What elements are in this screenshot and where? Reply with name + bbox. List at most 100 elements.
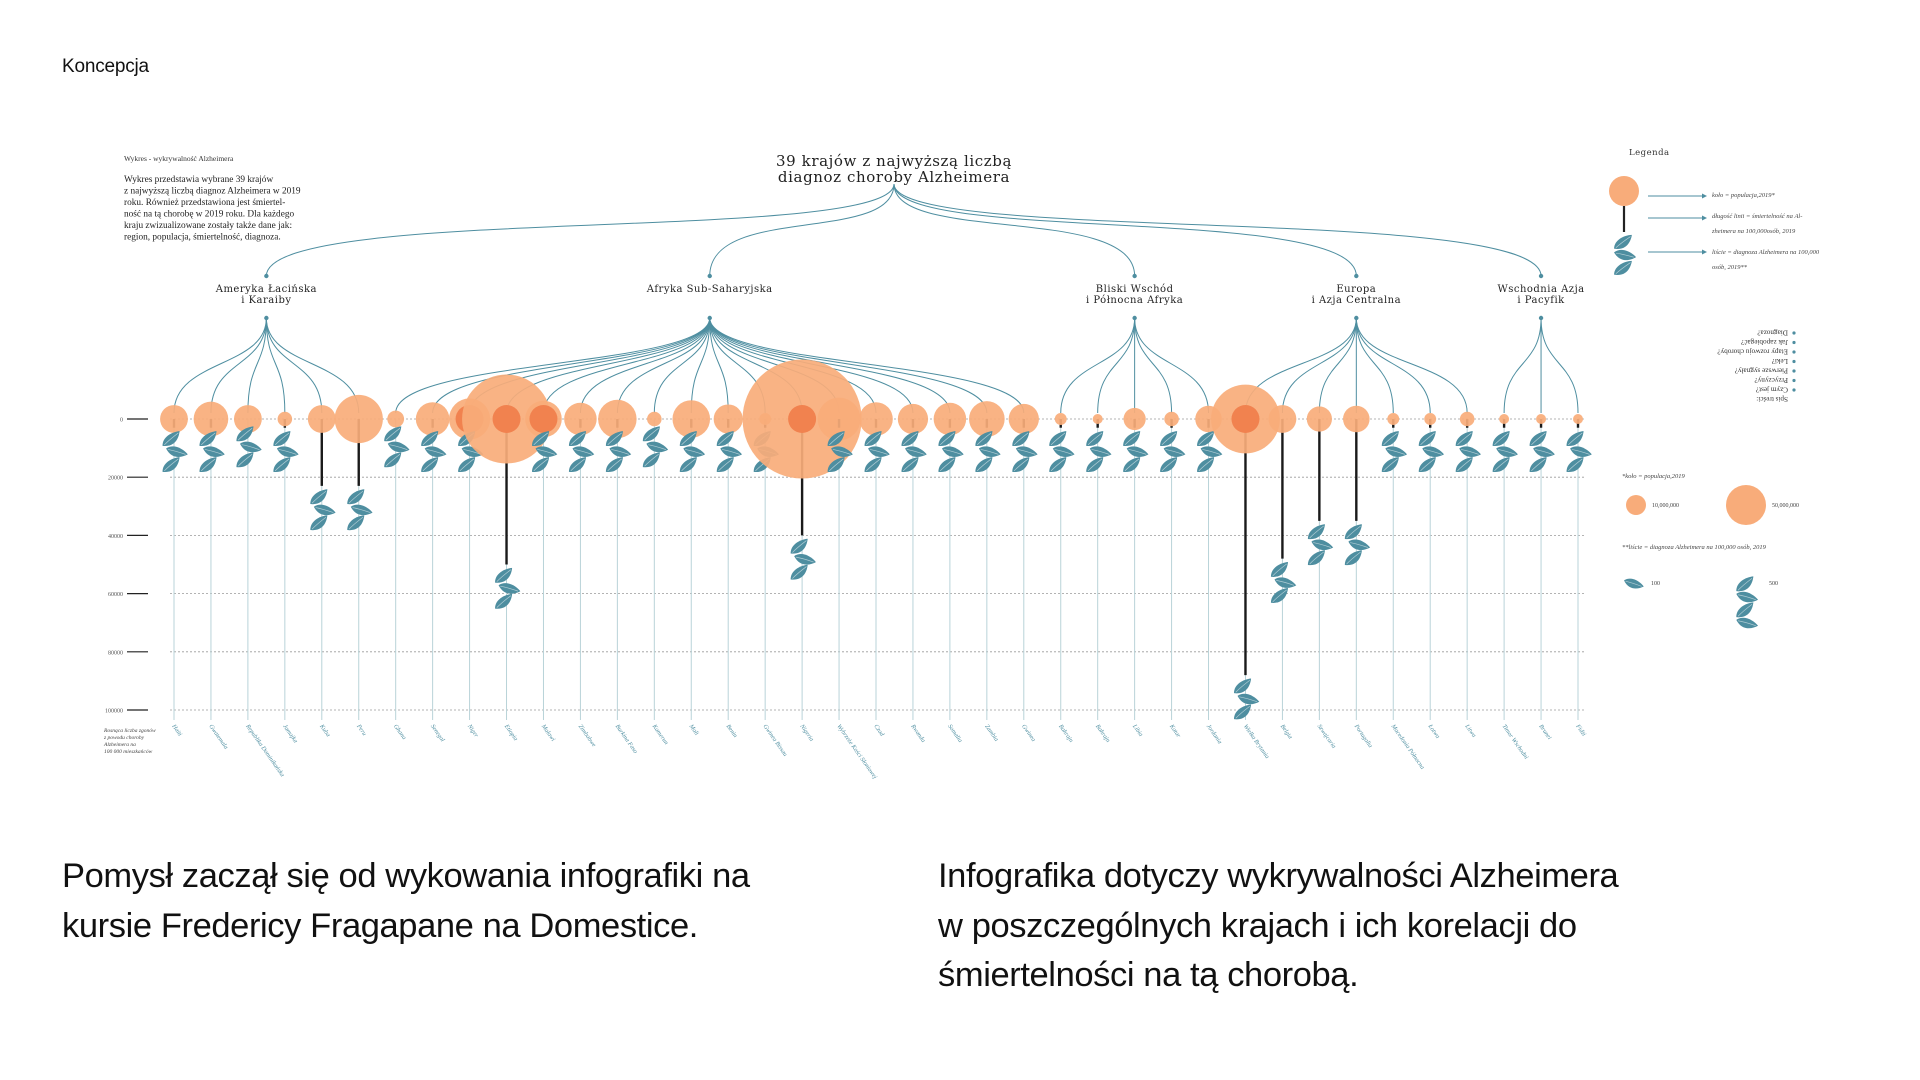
diagnosis-leaf [860,455,886,475]
country-label: Republika Dominikańska [244,722,286,778]
root-branch [893,183,1357,277]
diagnosis-leaf [1230,676,1256,697]
country-label: Szwajcaria [1316,723,1338,750]
country-branch [616,317,711,414]
population-bubble [897,403,929,435]
population-bubble [1054,413,1067,425]
toc-bullet [1792,331,1796,335]
legend-item: osób, 2019** [1712,264,1748,271]
diagnosis-leaf [343,513,369,534]
intro-line: z najwyższą liczbą diagnoz Alzheimera w … [124,187,301,197]
diagnosis-leaf [1341,522,1367,543]
population-bubble [1008,403,1039,435]
diagnosis-leaf [417,455,443,475]
diagnosis-leaf [380,450,406,471]
legend-bubble [1609,176,1639,206]
country-branch [709,317,1025,414]
diagnosis-leaf [1489,429,1514,449]
diagnosis-leaf [1082,455,1108,475]
population-bubble [1499,414,1510,424]
diagnosis-leaf [380,424,406,445]
diagnosis-leaf [713,455,738,475]
diagnosis-leaf [454,455,480,475]
y-axis-note: 100 000 mieszkańców [104,749,153,755]
country-label: Bahrajn [1094,723,1111,744]
country-branch [1134,317,1210,414]
country-label: Wybrzeże Kości Słoniowej [835,723,878,780]
country-label: Somalia [946,723,963,744]
diagnosis-leaf [269,429,295,449]
country-label: Niger [465,722,480,739]
diagnosis-leaf [158,455,184,475]
country-label: Gwatemala [207,723,229,750]
diagnosis-leaf [343,487,369,508]
branch-dot [1132,273,1137,279]
country-label: Nigeria [798,722,815,742]
paragraph-right-line: śmiertelności na tą chorobą. [938,956,1359,995]
diagnosis-leaf [565,455,591,475]
population-bubble [160,405,188,433]
diagnosis-leaf [676,455,702,475]
diagnosis-leaf [971,455,997,475]
paragraph-left-line: Pomysł zaczął się od wykowania infografi… [62,857,750,895]
population-bubble [193,401,229,437]
population-bubble [969,401,1005,437]
country-label: Katar [1167,722,1182,739]
region-label: Bliski Wschód [1096,284,1174,295]
diagnosis-leaf [1045,429,1071,449]
legend-size-label: 10,000,000 [1652,503,1679,509]
country-label: Macedonia Północna [1389,722,1426,770]
country-layer [158,359,1594,723]
population-bubble [1536,414,1547,424]
diagnosis-leaf [1415,429,1440,449]
diagnosis-leaf [1230,702,1256,723]
population-bubble [1164,411,1179,427]
paragraph-right-line: w poszczególnych krajach i ich korelacji… [938,906,1577,945]
diagnosis-leaf [1156,455,1182,475]
country-branch [653,317,711,414]
region-label: Wschodnia Azja [1497,284,1584,295]
country-label: Etiopia [502,722,519,742]
country-branch [709,317,988,414]
country-label: Gwinea [1020,723,1037,743]
toc-rotated: Spis treści:Czym jest?Przyczyny?Pierwsze… [1717,329,1796,403]
diagnosis-leaf [1452,429,1477,449]
country-label: Bahrajn [1057,723,1074,744]
country-branch [1060,317,1136,414]
diagnosis-leaf [1119,455,1145,475]
diagnosis-leaf [639,450,665,471]
grid-layer [127,418,1585,720]
diagnosis-leaf [639,424,665,445]
diagnosis-leaf [1489,455,1514,475]
population-bubble [933,402,967,436]
diagnosis-leaf [491,591,517,612]
country-label: Fidżi [1574,722,1588,737]
region-label: i Północna Afryka [1086,295,1183,306]
legend-item: zheimera na 100,000osób, 2019 [1711,228,1796,235]
legend-item: koło = populacja,2019* [1712,192,1775,199]
population-bubble [277,411,293,427]
intro-line: roku. Również przedstawiona jest śmierte… [124,198,285,208]
country-label: Haiti [170,722,184,737]
country-label: Litwa [1463,722,1477,738]
chart-title: diagnoz choroby Alzheimera [778,168,1010,186]
diagnosis-leaf [1193,455,1219,475]
paragraph-right: Infografika dotyczy wykrywalności Alzhei… [938,852,1778,1001]
branch-dot [264,273,269,279]
legend-arrowhead [1702,249,1707,255]
bubble-core [529,405,558,433]
legend-item: liście = diagnoza Alzheimera na 100,000 [1712,249,1820,256]
country-label: Zambia [983,723,1000,743]
population-bubble [415,402,450,436]
country-branch [542,317,711,414]
country-branch [579,317,711,414]
toc-item: Jak zapobiegać? [1741,338,1788,346]
country-branch [265,317,360,414]
region-label: i Azja Centralna [1312,295,1401,306]
diagnosis-leaf [934,455,960,475]
diagnosis-leaf [1378,455,1404,475]
diagnosis-leaf [897,455,923,475]
diagnosis-leaf [1562,455,1588,475]
legend-note: **liście = diagnoza Alzheimera na 100,00… [1622,544,1767,551]
y-axis-note: z powodu choroby [103,735,145,741]
